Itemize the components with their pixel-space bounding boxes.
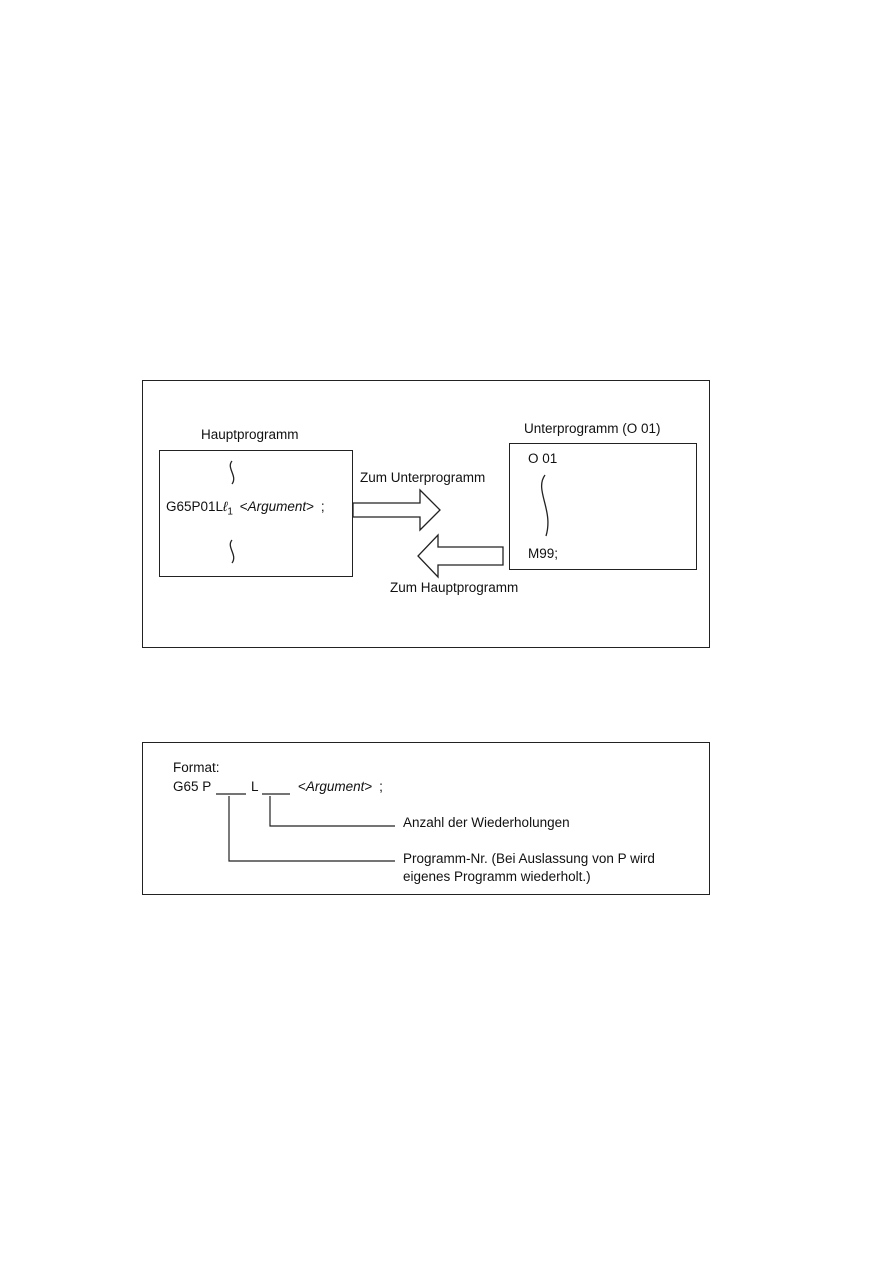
leader-program-number [228,796,395,862]
sub-program-first-line: O 01 [528,451,558,466]
format-argument-group: <Argument> ; [298,779,383,795]
sub-program-box [509,443,697,570]
call-prefix: G65P01L [166,499,224,514]
call-gt: > [306,499,315,514]
format-frame [142,742,710,895]
diagram-frame [142,380,710,648]
call-subscript: 1 [227,506,233,518]
format-heading: Format: [173,760,220,775]
format-argument: Argument [305,779,365,794]
sub-continuation-curve [540,474,549,537]
note-program-line1: Programm-Nr. (Bei Auslassung von P wird [403,851,655,866]
sub-program-last-line: M99; [528,546,559,561]
arrow-to-sub-label: Zum Unterprogramm [360,470,486,485]
sub-program-title: Unterprogramm (O 01) [524,421,661,436]
arrow-to-main-label: Zum Hauptprogramm [390,580,519,595]
call-end: ; [320,499,325,514]
format-g65: G65 P [173,779,212,794]
main-continuation-mark-bottom [229,539,235,564]
format-arg-lt: < [298,779,306,794]
format-arg-end: ; [379,779,383,794]
main-program-title: Hauptprogramm [201,427,299,442]
call-lt: < [239,499,248,514]
format-l: L [251,779,259,794]
note-repetitions: Anzahl der Wiederholungen [403,815,570,830]
call-letter: ℓ [223,499,228,514]
main-program-call-line: G65P01Lℓ1 <Argument> ; [166,499,325,521]
main-continuation-mark-top [229,460,235,485]
arrow-to-main-icon [417,533,504,579]
note-program-line2: eigenes Programm wiederholt.) [403,869,591,884]
format-arg-gt: > [364,779,373,794]
call-argument: Argument [247,499,307,514]
arrow-to-sub-icon [352,488,441,532]
leader-repetitions [269,796,395,827]
